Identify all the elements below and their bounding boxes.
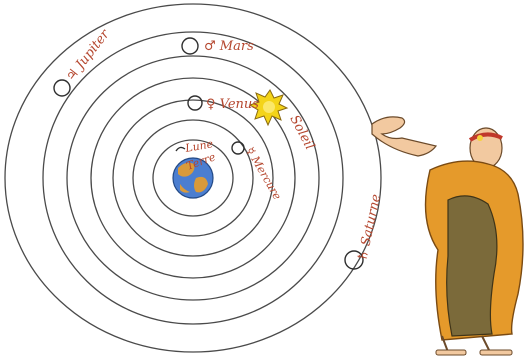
epicycle-mars	[182, 38, 198, 54]
label-mercure: ☿ Mercure	[243, 145, 284, 202]
epicycle-lune	[176, 147, 185, 151]
ptolemy-figure	[372, 117, 523, 355]
label-soleil: Soleil	[286, 113, 317, 153]
raised-arm	[372, 117, 436, 156]
label-saturne: ♄ Saturne	[355, 193, 384, 263]
label-mars: ♂ Mars	[204, 39, 254, 54]
epicycle-jupiter	[54, 80, 70, 96]
label-jupiter: ♃ Jupiter	[63, 27, 113, 85]
epicycle-venus	[188, 96, 202, 110]
cloak	[447, 196, 497, 336]
epicycle-mercure	[232, 142, 244, 154]
label-venus: ♀ Venus	[206, 97, 259, 112]
